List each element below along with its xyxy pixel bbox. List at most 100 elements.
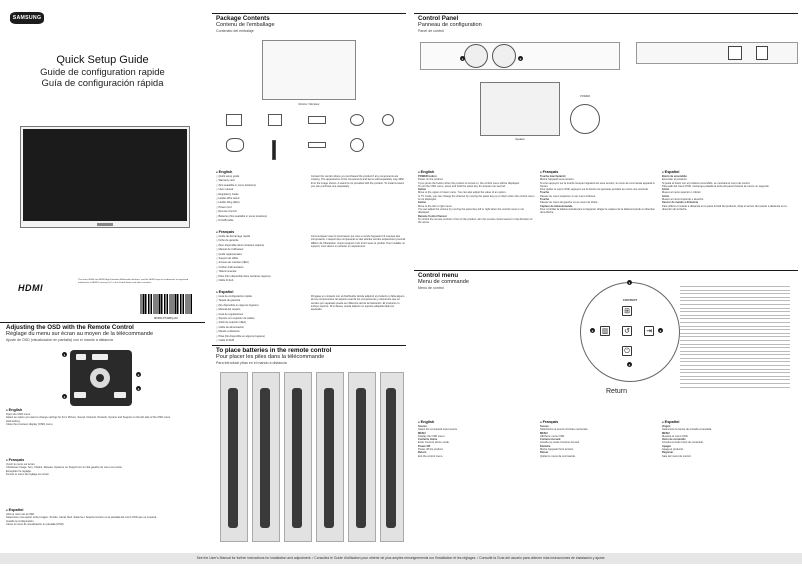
return-label: Return [606, 388, 628, 395]
batteries-title-fr: Pour placer les piles dans la télécomman… [216, 354, 325, 360]
barcode [140, 294, 192, 314]
package-en-section: English Quick setup guide Warranty card … [216, 170, 406, 223]
cp-en-line-5: button [418, 188, 427, 192]
panel-joystick [728, 46, 742, 60]
hdmi-logo: HDMI [18, 283, 43, 293]
batteries-heading: To place batteries in the remote control… [216, 347, 406, 365]
package-fr-label: Français [216, 230, 406, 235]
panel-key-zoom-1 [464, 44, 488, 68]
package-es-item-10: Pilas (No disponible en algunos lugares) [216, 335, 275, 339]
package-heading: Package Contents Contenu de l'emballage … [216, 15, 406, 33]
package-en-item-10: Batteries (Not available in some locatio… [216, 215, 275, 219]
package-fr-item-10: Piles (Non disponible dans certaines rég… [216, 275, 275, 279]
footer-text: See the User's Manual for further instru… [196, 556, 606, 560]
cm-es-line-6: Acceda al modo Inicio de contenido. [662, 441, 704, 445]
package-es-item-7: Anillo de sujeción (4EA) [216, 321, 275, 325]
cp-es-line-6: Mueve al menú superior o inferior. [662, 191, 702, 195]
control-panel-title-es: Panel de control [418, 28, 444, 33]
package-fr-item-8: Cordon d'alimentation [216, 266, 275, 270]
osd-en-label: English [6, 408, 202, 413]
osd-en-step-2: Select an option you want to change sett… [6, 416, 171, 420]
control-panel-title-en: Control Panel [418, 15, 459, 22]
cm-en-line-3: MENU [418, 431, 426, 435]
remote-back-4 [324, 388, 334, 528]
batteries-title-es: Para introducir pilas en el mando a dist… [216, 360, 287, 365]
cp-en-line-3: If you press the button when the product… [418, 181, 520, 185]
cover-title-fr: Guide de configuration rapide [40, 67, 165, 78]
cm-es-line-3: MENU [662, 431, 670, 435]
cp-es-line-4: Para salir del menú OSD, mantenga pulsad… [662, 184, 770, 188]
batteries-icon [308, 142, 326, 148]
osd-es-step-2: Seleccione una opción entre Imagen, Soni… [6, 516, 157, 520]
cm-fr-line-6: Accède au mode Contenu Accueil. [540, 441, 580, 445]
panel-key-zoom-2 [492, 44, 516, 68]
callout-1: 1 [460, 56, 465, 61]
holder-ring-icon [382, 114, 394, 126]
footer-bar: See the User's Manual for further instru… [0, 553, 802, 564]
osd-fr-step-1: Ouvrir le menu sur écran. [6, 463, 36, 466]
package-fr-item-2: Fiche de garantie [216, 239, 275, 243]
package-title-en: Package Contents [216, 15, 270, 22]
cm-fr-line-7: Éteindre [540, 444, 551, 448]
cp-en-label: English [418, 170, 536, 175]
package-title-fr: Contenu de l'emballage [216, 22, 275, 28]
control-panel-fr-section: Français Touche marche/arrêt Mettre l'ap… [540, 170, 658, 215]
package-en-item-4: User manual [216, 188, 275, 192]
control-menu-illustration: CONTENT ⊞ ▥ ↺ ⇥ ⏻ 1 2 3 4 Return [560, 276, 792, 406]
monitor-back [480, 82, 560, 136]
cm-fr-line-1: Source [540, 425, 549, 428]
cm-en-line-8: Power off the product. [418, 448, 444, 452]
callout-2: 2 [518, 56, 523, 61]
package-en-item-11: D-SUB cable [216, 219, 275, 223]
package-es-note: Póngase en contacto con el distribuidor … [310, 295, 405, 312]
package-en-item-5: Regulatory Guide [216, 193, 275, 197]
cm-es-line-9: Regresar [662, 451, 674, 455]
cp-es-line-9: Sensor de mando a distancia [662, 201, 698, 205]
cp-fr-line-8: Passez au menu de gauche ou au menu de d… [540, 201, 599, 205]
power-off-icon[interactable]: ⏻ [622, 346, 632, 356]
d-sub-cable-icon [350, 138, 364, 152]
package-fr-item-5: Guide réglementaire [216, 253, 275, 257]
batteries-steps [216, 368, 406, 548]
cover-title-en: Quick Setup Guide [56, 54, 149, 66]
power-cord-icon [226, 138, 244, 152]
cp-es-line-5: botón [662, 188, 670, 192]
return-icon[interactable]: ↺ [622, 326, 632, 336]
cp-es-line-10: Para utilizar el mando a distancia en la… [662, 204, 787, 211]
control-panel-heading: Control Panel Panneau de configuration P… [418, 15, 798, 33]
cp-fr-label: Français [540, 170, 658, 175]
cm-fr-line-10: Quitter le menu de commande. [540, 454, 576, 458]
osd-es-section: Español Abra el menú de la OSD. Seleccio… [6, 508, 202, 526]
cp-en-line-1: POWER button [418, 175, 437, 178]
package-monitor-image [262, 40, 356, 100]
cover-title-es: Guía de configuración rápida [41, 78, 164, 89]
control-menu-divider [414, 270, 798, 272]
cm-en-line-9: Return [418, 451, 427, 455]
cp-es-line-2: Encender el producto. [662, 178, 688, 182]
cm-en-line-1: Source [418, 425, 427, 428]
cp-fr-line-6: Passez au menu supérieur ou au menu infé… [540, 194, 596, 198]
package-monitor-caption: Monitor / Moniteur [298, 103, 320, 106]
remote-key-bottom-left [74, 392, 86, 398]
package-fr-section: Français Guide de démarrage rapide Fiche… [216, 230, 406, 283]
package-en-note: Contact the vendor where you purchased t… [310, 175, 405, 188]
warranty-card-icon [268, 114, 282, 126]
batteries-title-en: To place batteries in the remote control [216, 347, 332, 354]
source-icon[interactable]: ⇥ [644, 326, 654, 336]
control-menu-es-section: Español Origen Seleccione la fuente de e… [662, 420, 796, 458]
control-menu-title-es: Menú de control [418, 285, 444, 290]
package-fr-item-6: Support de câble [216, 257, 275, 261]
cm-fr-line-2: Sélectionne la source d'entrée connectée… [540, 428, 589, 432]
cp-fr-line-9: Capteur de télécommande [540, 204, 573, 208]
package-fr-item-7: Anneau de maintien (4EA) [216, 261, 275, 265]
package-es-item-11: Cable D-SUB [216, 339, 275, 343]
osd-fr-step-4: Fermer le menu de réglage sur écran. [6, 472, 50, 476]
control-panel-en-section: English POWER button Power on the produc… [418, 170, 536, 224]
menu-icon[interactable]: ▥ [600, 326, 610, 336]
panel-detail-strip [636, 42, 798, 64]
cp-fr-line-3: Si vous appuyez sur la touche lorsque l'… [540, 181, 655, 188]
content-home-icon[interactable]: ⊞ [622, 306, 632, 316]
control-menu-title-fr: Menu de commande [418, 279, 469, 285]
callout-2: 2 [590, 328, 595, 333]
package-en-item-6: Holder-Wire stand [216, 197, 275, 201]
